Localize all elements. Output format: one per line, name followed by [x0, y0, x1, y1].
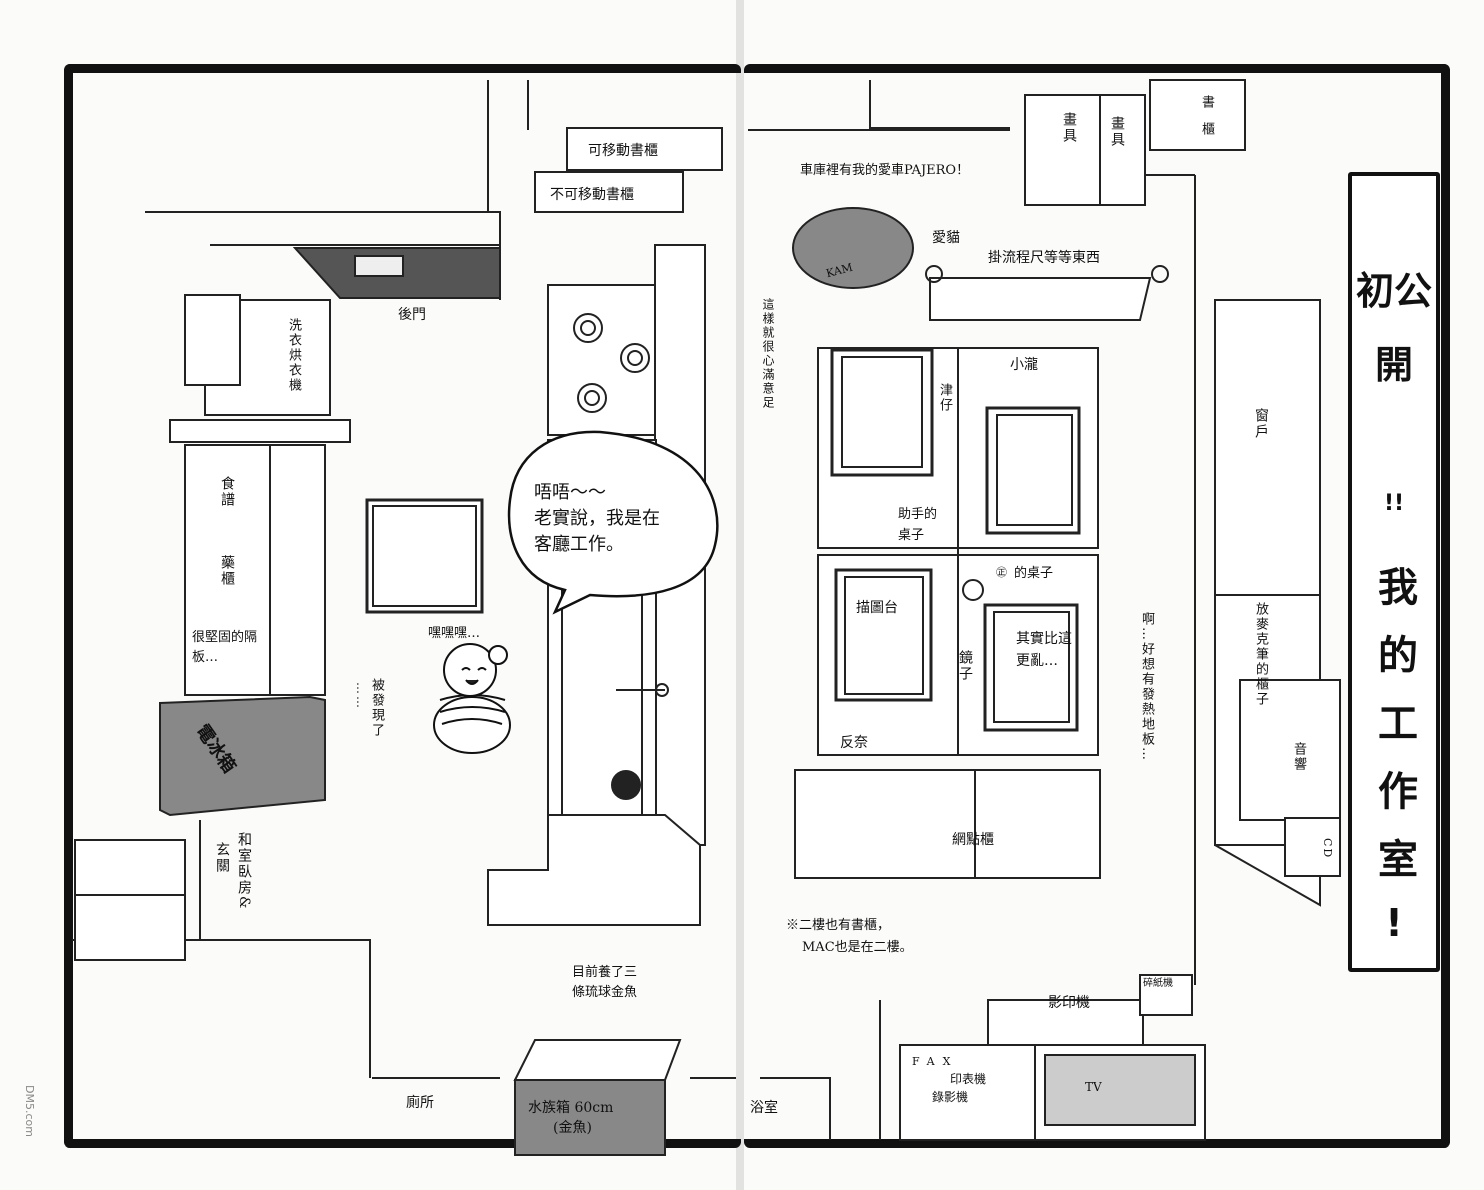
label-fixed-shelf: 不可移動書櫃	[550, 187, 634, 203]
title-line2-mark: !	[1385, 901, 1403, 945]
label-partition-note: 很堅固的隔板…	[192, 630, 258, 665]
label-audio: 音響	[1291, 742, 1306, 772]
label-assistant-desk-1: 助手的	[898, 507, 938, 522]
book-gutter	[736, 0, 744, 1190]
title-line2: 我的工作室	[1371, 566, 1417, 906]
label-bookshelf: 書櫃	[1199, 95, 1214, 149]
label-movable-shelf: 可移動書櫃	[588, 143, 658, 159]
bubble-line-2: 老實說，我是在	[534, 508, 660, 529]
label-cat: 愛貓	[932, 230, 960, 246]
label-dots: ……	[354, 682, 368, 710]
left-panel-frame	[64, 64, 741, 1148]
label-bathroom: 浴室	[750, 1100, 778, 1116]
label-printer: 印表機	[950, 1072, 987, 1086]
label-art-supplies-2: 畫具	[1109, 116, 1125, 148]
label-tracing-table: 描圖台	[856, 600, 898, 616]
label-garage: 車庫裡有我的愛車PAJERO！	[800, 163, 970, 178]
watermark: DM5.com	[23, 1085, 36, 1137]
label-second-floor-1: ※二樓也有書櫃，	[786, 918, 891, 933]
label-satisfied: 這樣就很心滿意足	[761, 298, 775, 410]
label-copier: 影印機	[1048, 995, 1090, 1011]
label-caught: 被發現了	[369, 678, 384, 738]
label-aquarium-2: (金魚)	[553, 1120, 592, 1136]
tone-cabinet-box	[794, 769, 1101, 879]
label-window: 窗戶	[1253, 408, 1269, 440]
title-line1: 初公開	[1355, 269, 1432, 387]
label-messier: 其實比這更亂…	[1016, 631, 1072, 669]
title-line1-mark: !!	[1383, 491, 1405, 516]
label-my-desk-mark: ㊣	[996, 566, 1007, 579]
right-panel-frame	[744, 64, 1450, 1148]
label-entrance: 玄關	[214, 842, 230, 874]
label-tsuzai: 津仔	[937, 383, 952, 413]
label-my-desk: 的桌子	[1014, 566, 1054, 581]
label-vcr: 錄影機	[932, 1090, 969, 1104]
label-toilet: 廁所	[406, 1095, 434, 1111]
label-goldfish-2: 條琉球金魚	[572, 985, 638, 1000]
label-fannai: 反奈	[840, 735, 868, 751]
fridge-shape	[159, 695, 326, 817]
label-giggle: 嘿嘿嘿…	[428, 626, 481, 641]
label-mirror: 鏡子	[957, 650, 973, 682]
aquarium-box	[514, 1079, 666, 1156]
label-floor-heat: 啊…好想有發熱地板…	[1139, 612, 1154, 762]
label-recipes: 食譜	[219, 476, 235, 508]
label-aquarium-1: 水族箱 60cm	[528, 1100, 614, 1116]
label-tone-cabinet: 網點櫃	[952, 832, 994, 848]
label-goldfish-1: 目前養了三	[572, 965, 638, 980]
label-hanging-note: 掛流程尺等等東西	[988, 250, 1100, 266]
living-window	[365, 498, 484, 614]
label-shredder: 碎紙機	[1143, 978, 1173, 989]
label-back-door: 後門	[398, 307, 426, 323]
label-tv: TV	[1085, 1080, 1102, 1094]
label-marker-shelf: 放麥克筆的櫃子	[1253, 602, 1268, 707]
label-second-floor-2: MAC也是在二樓。	[802, 940, 913, 955]
label-medicine-cabinet: 藥櫃	[219, 555, 235, 587]
bubble-text: 唔唔～～ 老實說，我是在 客廳工作。	[534, 480, 704, 558]
bubble-line-1: 唔唔～～	[534, 482, 606, 503]
label-art-supplies-1: 畫具	[1061, 112, 1077, 144]
label-bedroom: 和室臥房&	[236, 832, 252, 911]
label-assistant-desk-2: 桌子	[898, 528, 925, 543]
label-washer-dryer: 洗衣烘衣機	[286, 318, 301, 393]
stove-counter	[547, 284, 657, 436]
title-box: 初公開 !! 我的工作室 !	[1348, 172, 1440, 972]
bubble-line-3: 客廳工作。	[534, 534, 624, 555]
label-cd: CD	[1321, 838, 1334, 860]
cat-bed	[792, 207, 914, 289]
label-xiaolong: 小瀧	[1010, 357, 1038, 373]
label-fax: FAX	[912, 1055, 959, 1068]
